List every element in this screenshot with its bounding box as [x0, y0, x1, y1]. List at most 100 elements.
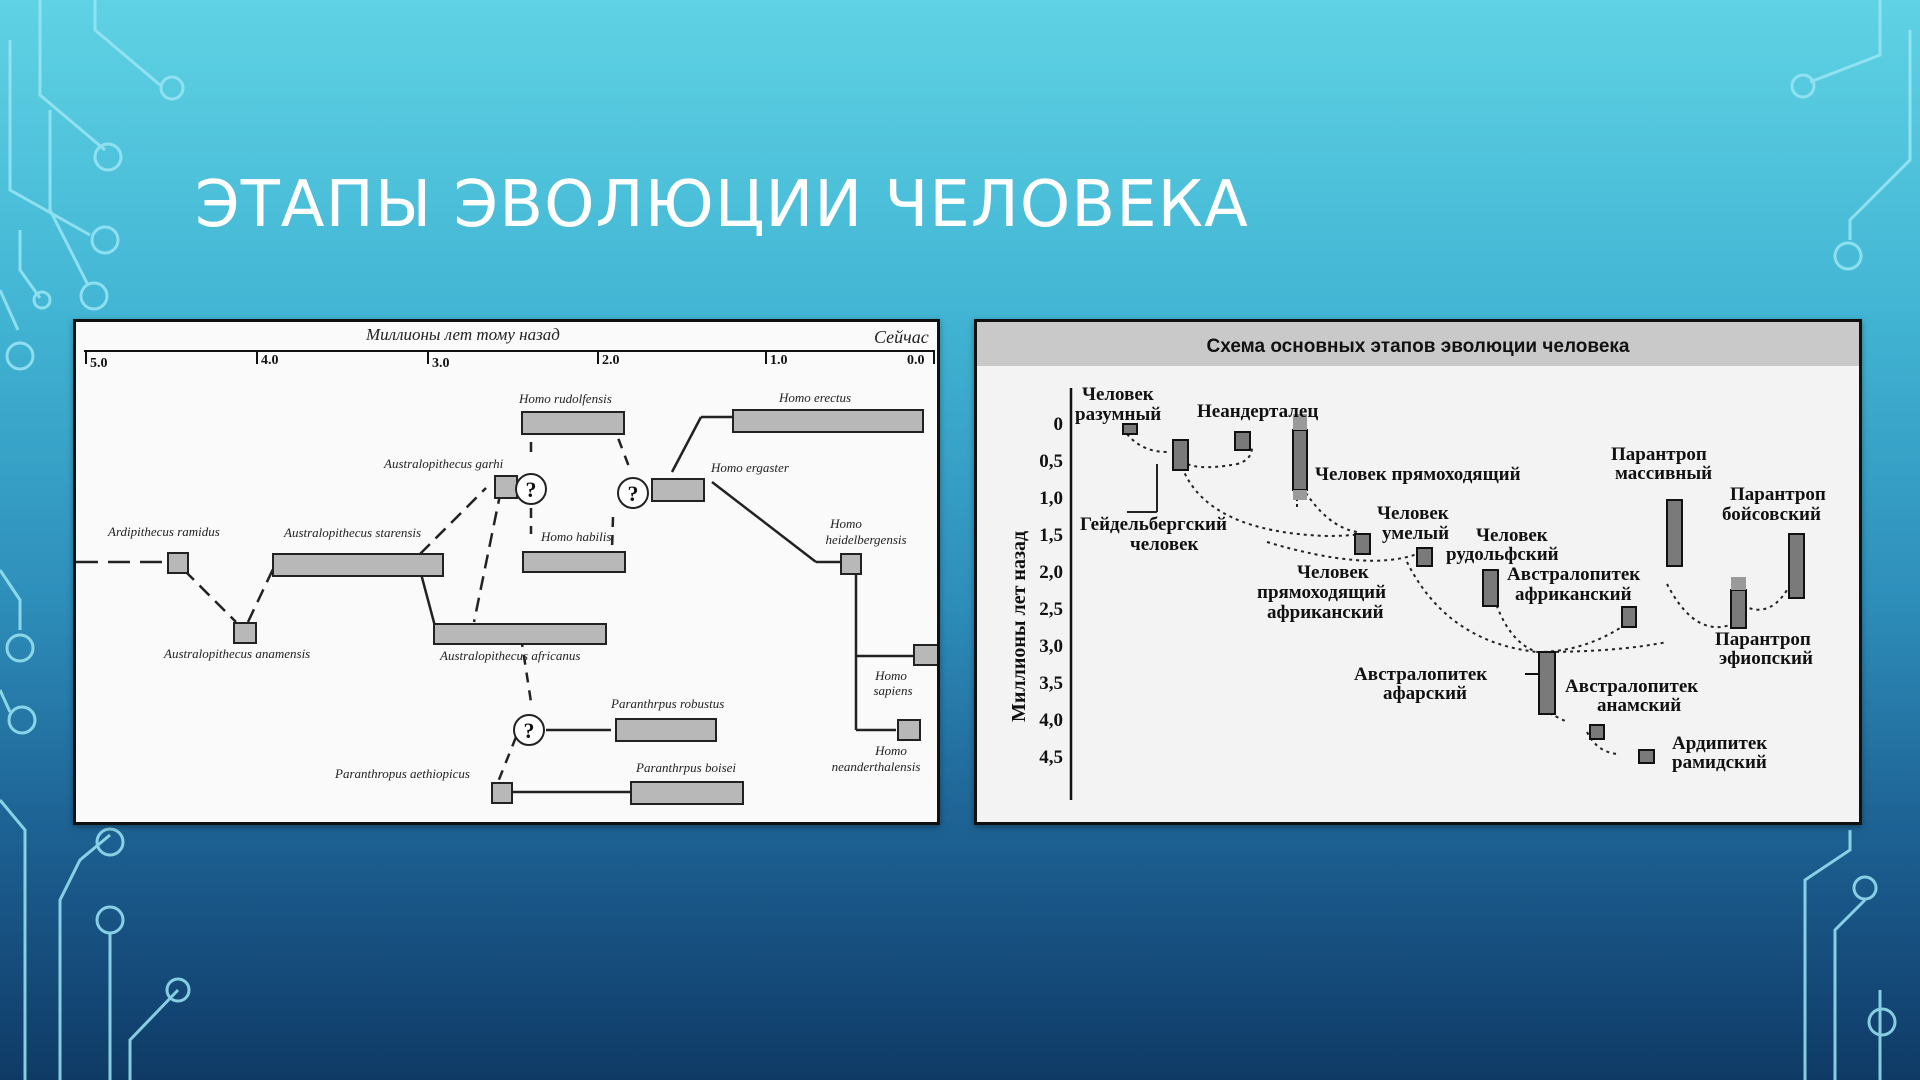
bar-heidelberg	[1172, 439, 1189, 471]
tick-2: 2.0	[602, 353, 620, 368]
label-homo-heidelbergensis-2: heidelbergensis	[825, 532, 906, 547]
label-paranthropus-aethiopicus: Paranthropus aethiopicus	[334, 766, 470, 781]
label-habilis-1: Человек	[1377, 503, 1449, 524]
box-australopithecus-starensis	[272, 553, 444, 577]
label-rudolfensis-2: рудольфский	[1446, 544, 1559, 565]
ytick-1-0: 1,0	[1039, 488, 1063, 509]
label-ergaster-2: прямоходящий	[1257, 582, 1386, 603]
timeline-svg: Миллионы лет тому назад Сейчас 5.0 4.0 3…	[76, 325, 941, 805]
bar-aethiopicus	[1730, 589, 1747, 629]
uncertain-node-1	[515, 473, 547, 505]
label-erectus: Человек прямоходящий	[1315, 464, 1521, 485]
box-paranthropus-boisei	[630, 781, 744, 805]
bar-erectus-shade	[1293, 414, 1307, 430]
label-homo-erectus: Homo erectus	[778, 390, 851, 405]
label-homo-neanderthalensis-2: neanderthalensis	[832, 759, 921, 774]
label-homo-sapiens-1: Homo	[874, 668, 907, 683]
label-heidelberg-2: человек	[1130, 534, 1199, 555]
label-afarensis-1: Австралопитек	[1354, 664, 1487, 685]
label-africanus-2: африканский	[1515, 584, 1632, 605]
bar-habilis	[1416, 547, 1433, 567]
label-homo-habilis: Homo habilis	[540, 529, 611, 544]
box-australopithecus-anamensis	[233, 622, 257, 644]
tick-0: 0.0	[907, 353, 925, 368]
ytick-0-5: 0,5	[1039, 451, 1063, 472]
ytick-0: 0	[1054, 414, 1064, 435]
label-ergaster-3: африканский	[1267, 602, 1384, 623]
box-paranthropus-aethiopicus	[491, 782, 513, 804]
ytick-3-0: 3,0	[1039, 636, 1063, 657]
box-homo-habilis	[522, 551, 626, 573]
box-homo-sapiens	[913, 644, 941, 666]
label-ergaster-1: Человек	[1297, 562, 1369, 583]
label-sapiens-2: разумный	[1075, 404, 1161, 425]
tick-1: 1.0	[770, 353, 788, 368]
label-ardipithecus-ramidus: Ardipithecus ramidus	[107, 524, 220, 539]
scheme-svg: Схема основных этапов эволюции человека …	[977, 322, 1859, 800]
label-homo-heidelbergensis-1: Homo	[829, 516, 862, 531]
slide-title: ЭТАПЫ ЭВОЛЮЦИИ ЧЕЛОВЕКА	[195, 168, 1249, 242]
tick-5: 5.0	[90, 356, 108, 371]
phylogeny-timeline-diagram: Миллионы лет тому назад Сейчас 5.0 4.0 3…	[73, 319, 941, 825]
box-homo-erectus	[732, 409, 924, 433]
ytick-2-5: 2,5	[1039, 599, 1063, 620]
tick-3: 3.0	[432, 356, 450, 371]
label-australopithecus-anamensis: Australopithecus anamensis	[163, 646, 310, 661]
box-ardipithecus-ramidus	[167, 552, 189, 574]
label-heidelberg-1: Гейдельбергский	[1080, 514, 1227, 535]
box-homo-ergaster	[651, 478, 705, 502]
y-axis-label: Миллионы лет назад	[1008, 531, 1030, 722]
label-homo-rudolfensis: Homo rudolfensis	[518, 391, 612, 406]
axis-title: Миллионы лет тому назад	[365, 325, 560, 344]
label-australopithecus-starensis: Australopithecus starensis	[283, 525, 421, 540]
now-label: Сейчас	[874, 327, 929, 347]
tick-4: 4.0	[261, 353, 279, 368]
box-homo-rudolfensis	[521, 411, 625, 435]
box-australopithecus-garhi	[494, 475, 518, 499]
label-boisei-2: бойсовский	[1722, 504, 1821, 525]
label-australopithecus-africanus: Australopithecus africanus	[439, 648, 580, 663]
label-africanus-1: Австралопитек	[1507, 564, 1640, 585]
label-rudolfensis-1: Человек	[1476, 525, 1548, 546]
uncertain-node-2	[617, 477, 649, 509]
box-australopithecus-africanus	[433, 623, 607, 645]
label-anamensis-2: анамский	[1597, 695, 1681, 716]
ytick-2-0: 2,0	[1039, 562, 1063, 583]
bar-africanus	[1621, 606, 1637, 628]
label-australopithecus-garhi: Australopithecus garhi	[383, 456, 504, 471]
header-bar	[977, 322, 1859, 366]
label-aethiopicus-2: эфиопский	[1719, 648, 1813, 669]
question-mark-1: ?	[526, 477, 537, 502]
bar-anamensis	[1589, 724, 1605, 740]
ytick-1-5: 1,5	[1039, 525, 1063, 546]
ytick-3-5: 3,5	[1039, 673, 1063, 694]
label-boisei-1: Парантроп	[1730, 484, 1826, 505]
bar-rudolfensis	[1482, 569, 1499, 607]
box-homo-heidelbergensis	[840, 553, 862, 575]
label-neanderthal: Неандерталец	[1197, 401, 1318, 422]
label-homo-neanderthalensis-1: Homo	[874, 743, 907, 758]
evolution-scheme-diagram: Схема основных этапов эволюции человека …	[974, 319, 1862, 825]
question-mark-3: ?	[524, 718, 535, 743]
label-aethiopicus-1: Парантроп	[1715, 629, 1811, 650]
bar-robustus	[1666, 499, 1683, 567]
uncertain-node-3	[513, 714, 545, 746]
bar-sapiens	[1122, 423, 1138, 435]
label-robustus-2: массивный	[1615, 463, 1712, 484]
label-ramidus-1: Ардипитек	[1672, 733, 1767, 754]
box-paranthropus-robustus	[615, 718, 717, 742]
bar-neanderthal	[1234, 431, 1251, 451]
question-mark-2: ?	[628, 481, 639, 506]
label-paranthropus-boisei: Paranthrpus boisei	[635, 760, 736, 775]
label-homo-ergaster: Homo ergaster	[710, 460, 790, 475]
label-paranthropus-robustus: Paranthrpus robustus	[610, 696, 724, 711]
label-ramidus-2: рамидский	[1672, 752, 1767, 773]
bar-ramidus	[1638, 749, 1655, 764]
box-homo-neanderthalensis	[897, 719, 921, 741]
label-afarensis-2: афарский	[1383, 683, 1467, 704]
bar-erectus	[1292, 429, 1308, 491]
ytick-4-0: 4,0	[1039, 710, 1063, 731]
ytick-4-5: 4,5	[1039, 747, 1063, 768]
label-robustus-1: Парантроп	[1611, 444, 1707, 465]
